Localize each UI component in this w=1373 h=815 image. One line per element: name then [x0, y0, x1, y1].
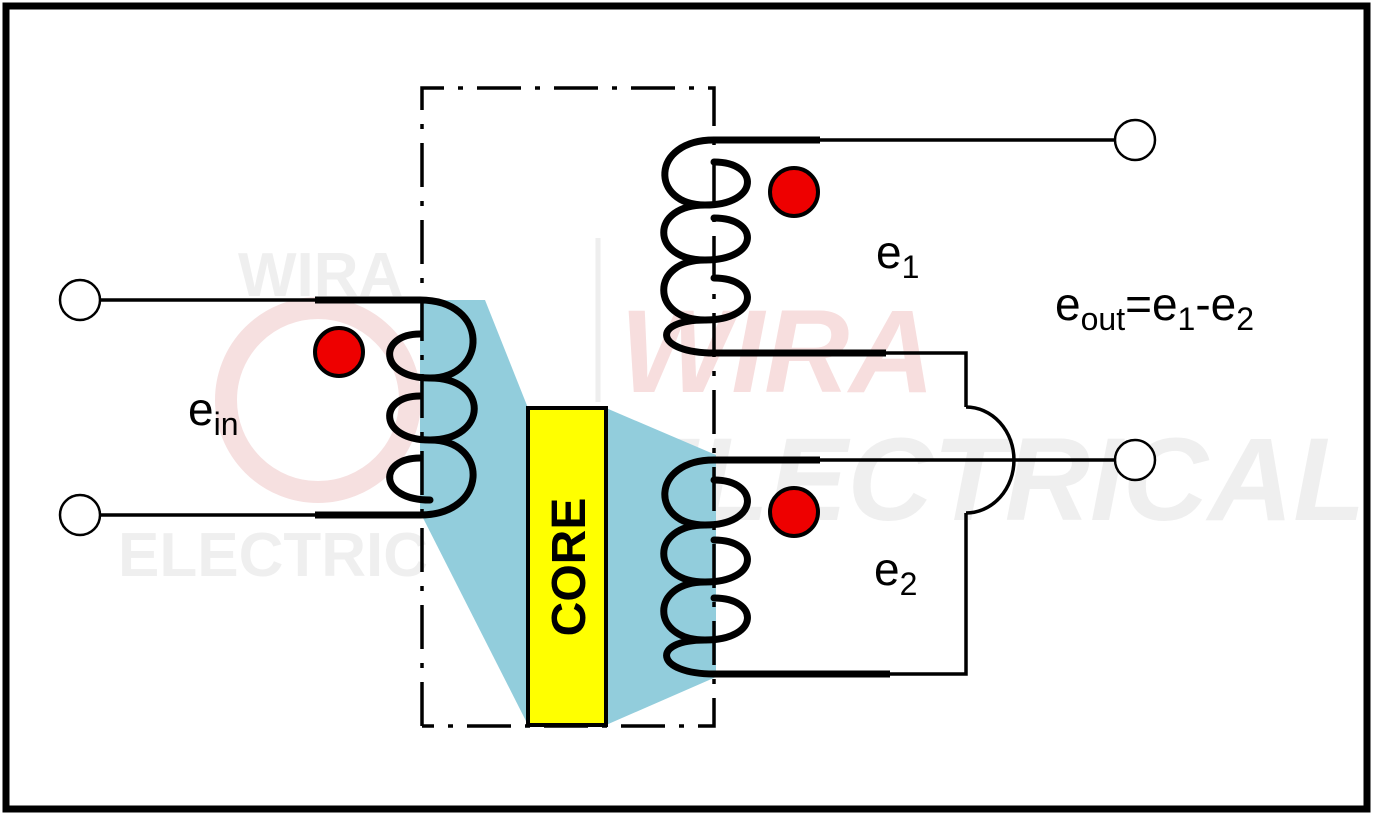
watermark-right-bottom: ELECTRICAL [618, 414, 1365, 546]
polarity-dot-e1 [768, 166, 820, 218]
label-e-out-equation: eout=e1-e2 [1055, 278, 1254, 337]
terminal-in-bottom [58, 493, 102, 537]
polarity-dot-e2 [768, 486, 820, 538]
core-block [526, 406, 608, 727]
watermark-left-bottom: ELECTRIC [118, 521, 428, 590]
terminal-out-bottom [1113, 438, 1157, 482]
terminal-out-top [1113, 118, 1157, 162]
core-label: CORE [543, 498, 596, 637]
lead-stubs [315, 136, 890, 678]
label-e2: e2 [874, 543, 917, 602]
secondary-coil-e2 [660, 456, 751, 678]
terminals [58, 118, 1157, 537]
polarity-dot-primary [313, 326, 365, 378]
flux-region-primary [420, 300, 528, 725]
label-e-in: ein [188, 383, 239, 442]
primary-coil [386, 296, 478, 519]
secondary-coil-e1 [660, 136, 751, 357]
label-e1: e1 [876, 226, 919, 285]
terminal-in-top [58, 278, 102, 322]
flux-region-secondary [606, 408, 716, 725]
